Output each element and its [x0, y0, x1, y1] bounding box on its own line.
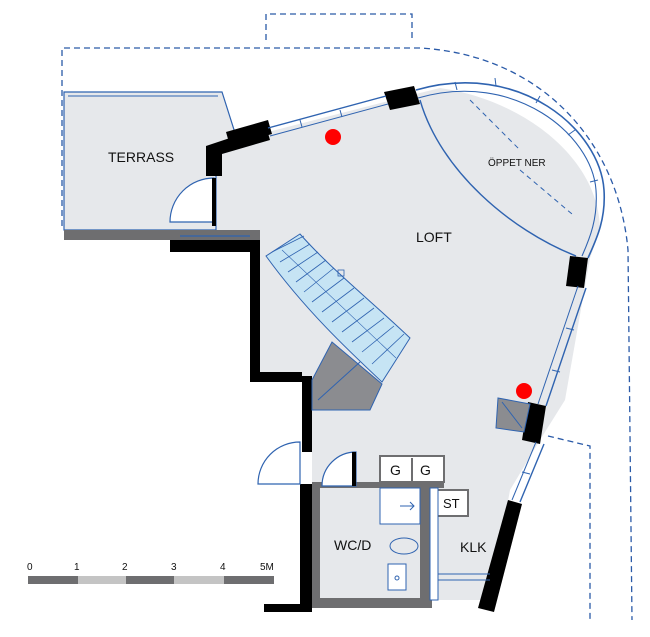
room-label-kitchen: KLK: [460, 539, 487, 555]
stair-landing-block: [337, 269, 345, 277]
outer-dashed-outline: [61, 47, 633, 621]
glazing-mullions: [299, 77, 599, 475]
stair-void: [311, 341, 383, 411]
terrace-ledge: [64, 230, 260, 240]
glazing-bottom-outer: [519, 443, 545, 503]
wc-wall-bottom: [312, 598, 432, 608]
storage-box: [435, 489, 469, 517]
red-dot-marker: [325, 129, 341, 145]
wc-wall-east: [420, 486, 430, 606]
void-diagonal-1: [469, 99, 521, 151]
roof-dashed-box: [265, 13, 413, 42]
chimney-block: [495, 397, 531, 433]
room-label-wardrobe-2: G: [420, 462, 431, 478]
room-label-wc: WC/D: [334, 537, 371, 553]
scale-tick-5m: 5M: [260, 562, 274, 573]
room-label-terrace: TERRASS: [108, 149, 174, 165]
door-swing-icon: [169, 177, 357, 487]
staircase-icon: [265, 233, 411, 383]
terrace-door: [169, 177, 215, 223]
glazing-right-outer: [545, 287, 587, 407]
kitchen-block: [379, 455, 490, 601]
glazing-curve-inner: [417, 90, 597, 257]
kitchen-counter: [429, 487, 439, 601]
wall-wc-west: [300, 484, 312, 608]
scale-tick-0: 0: [27, 562, 33, 573]
glazing-curve-outer: [415, 82, 606, 259]
glazing-bottom-inner: [511, 441, 537, 501]
wall-northwest-segment: [226, 120, 272, 146]
void-diagonal-2: [519, 169, 573, 215]
column-right: [566, 256, 588, 288]
room-label-wardrobe-1: G: [390, 462, 401, 478]
scale-tick-1: 1: [74, 562, 80, 573]
glazing-outer-top: [267, 95, 387, 129]
room-label-loft: LOFT: [416, 229, 452, 245]
loft-floor: [216, 88, 600, 600]
wc-wall-west: [312, 486, 320, 606]
room-label-opening-below: ÖPPET NER: [488, 157, 546, 169]
stair-flight: [265, 233, 411, 383]
washbasin-icon: [400, 501, 415, 511]
wc-wall-top: [312, 482, 444, 488]
void-edge-curve: [419, 99, 577, 257]
wall-west-lower: [302, 376, 312, 452]
scale-tick-4: 4: [220, 562, 226, 573]
scale-tick-2: 2: [122, 562, 128, 573]
red-dot-marker: [516, 383, 532, 399]
room-label-storage: ST: [443, 496, 460, 511]
glazing-inner-top: [269, 103, 389, 137]
sink-icon: [387, 563, 407, 591]
column-top: [384, 86, 420, 110]
wc-block: [312, 482, 444, 608]
toilet-icon: [389, 537, 419, 555]
glazing-group: [180, 82, 606, 503]
wc-door: [321, 451, 357, 487]
scale-bar: 0 1 2 3 4 5M: [27, 562, 274, 584]
dashed-outline-group: [61, 13, 633, 621]
glazing-right-inner: [537, 285, 579, 405]
entry-door: [257, 441, 301, 485]
terrace-dashed-right: [547, 435, 591, 620]
scale-tick-3: 3: [171, 562, 177, 573]
wall-southeast: [478, 500, 522, 612]
